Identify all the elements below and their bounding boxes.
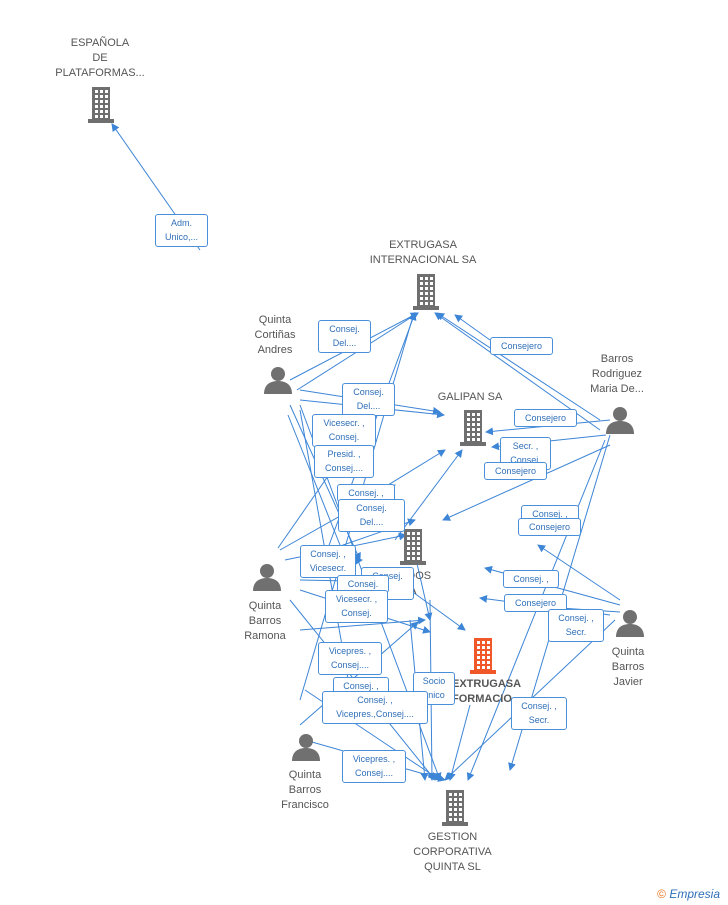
edge-label-consej-del[interactable]: Consej. Del.... bbox=[318, 320, 371, 353]
company-laminados-icon[interactable] bbox=[397, 529, 429, 570]
edge-label-vicepres-consej[interactable]: Vicepres. , Consej.... bbox=[318, 642, 382, 675]
person-ramona-label[interactable]: Quinta Barros Ramona bbox=[244, 600, 286, 642]
edge-label-consejero[interactable]: Consejero bbox=[490, 337, 553, 355]
person-maria-icon[interactable] bbox=[605, 406, 635, 439]
edge-line bbox=[442, 444, 611, 521]
person-andres-icon[interactable] bbox=[263, 366, 293, 399]
edge-label-adm-unico[interactable]: Adm. Unico,... bbox=[155, 214, 208, 247]
edge-line bbox=[537, 544, 621, 601]
edge-label-presid-consej[interactable]: Presid. , Consej.... bbox=[314, 445, 374, 478]
empresia-logo: © Empresia bbox=[657, 887, 720, 901]
person-javier-label[interactable]: Quinta Barros Javier bbox=[611, 646, 645, 688]
edge-label-consej-secr[interactable]: Consej. , Secr. bbox=[511, 697, 567, 730]
edge-label-socio-unico[interactable]: Socio único bbox=[413, 672, 455, 705]
edge-line bbox=[447, 704, 471, 781]
edge-label-consej[interactable]: Consej. , bbox=[503, 570, 559, 588]
edge-label-consej-del[interactable]: Consej. Del.... bbox=[342, 383, 395, 416]
edge-line bbox=[379, 449, 446, 491]
company-espanola-icon[interactable] bbox=[85, 87, 117, 128]
brand-name: Empresia bbox=[669, 887, 720, 901]
company-galipan-label[interactable]: GALIPAN SA bbox=[437, 391, 503, 403]
person-francisco-label[interactable]: Quinta Barros Francisco bbox=[281, 769, 329, 811]
edge-label-consejero[interactable]: Consejero bbox=[518, 518, 581, 536]
edge-label-consej-vicesecr[interactable]: Consej. , Vicesecr. bbox=[300, 545, 356, 578]
edge-label-consejero[interactable]: Consejero bbox=[504, 594, 567, 612]
edge-label-consej-vicepres-consej[interactable]: Consej. , Vicepres.,Consej.... bbox=[322, 691, 428, 724]
edge-label-consej[interactable]: Consej. , bbox=[337, 484, 395, 502]
company-gestion-corporativa-label[interactable]: GESTION CORPORATIVA QUINTA SL bbox=[413, 831, 492, 873]
edge-line bbox=[454, 314, 491, 341]
copyright-symbol: © bbox=[657, 887, 666, 901]
edge-label-vicesecr-consej[interactable]: Vicesecr. , Consej. bbox=[312, 414, 376, 447]
person-andres-label[interactable]: Quinta Cortiñas Andres bbox=[254, 314, 296, 356]
edge-label-vicepres-consej[interactable]: Vicepres. , Consej.... bbox=[342, 750, 406, 783]
person-maria-label[interactable]: Barros Rodriguez Maria De... bbox=[590, 353, 644, 395]
edge-label-consejero[interactable]: Consejero bbox=[514, 409, 577, 427]
company-espanola-label[interactable]: ESPAÑOLA DE PLATAFORMAS... bbox=[55, 37, 145, 79]
edge-line bbox=[287, 414, 348, 561]
edge-line bbox=[414, 554, 433, 621]
edge-line bbox=[436, 312, 601, 421]
person-javier-icon[interactable] bbox=[615, 609, 645, 642]
edge-label-vicesecr-consej[interactable]: Vicesecr. , Consej. bbox=[325, 590, 388, 623]
person-ramona-icon[interactable] bbox=[252, 563, 282, 596]
company-extrugasa-internacional-icon[interactable] bbox=[410, 274, 442, 315]
company-gestion-corporativa-icon[interactable] bbox=[439, 790, 471, 831]
edge-line bbox=[409, 589, 466, 631]
company-extrugasa-transformacion-icon[interactable] bbox=[467, 638, 499, 679]
edge-label-consej-secr[interactable]: Consej. , Secr. bbox=[548, 609, 604, 642]
edge-line bbox=[299, 616, 426, 631]
company-extrugasa-transformacion-label[interactable]: EXTRUGASA FORMACIO bbox=[452, 678, 522, 705]
edge-label-consej-del[interactable]: Consej. Del.... bbox=[338, 499, 405, 532]
company-galipan-icon[interactable] bbox=[457, 410, 489, 451]
edge-label-consejero[interactable]: Consejero bbox=[484, 462, 547, 480]
edge-line bbox=[394, 449, 463, 541]
company-extrugasa-internacional-label[interactable]: EXTRUGASA INTERNACIONAL SA bbox=[369, 239, 477, 266]
person-francisco-icon[interactable] bbox=[291, 733, 321, 766]
